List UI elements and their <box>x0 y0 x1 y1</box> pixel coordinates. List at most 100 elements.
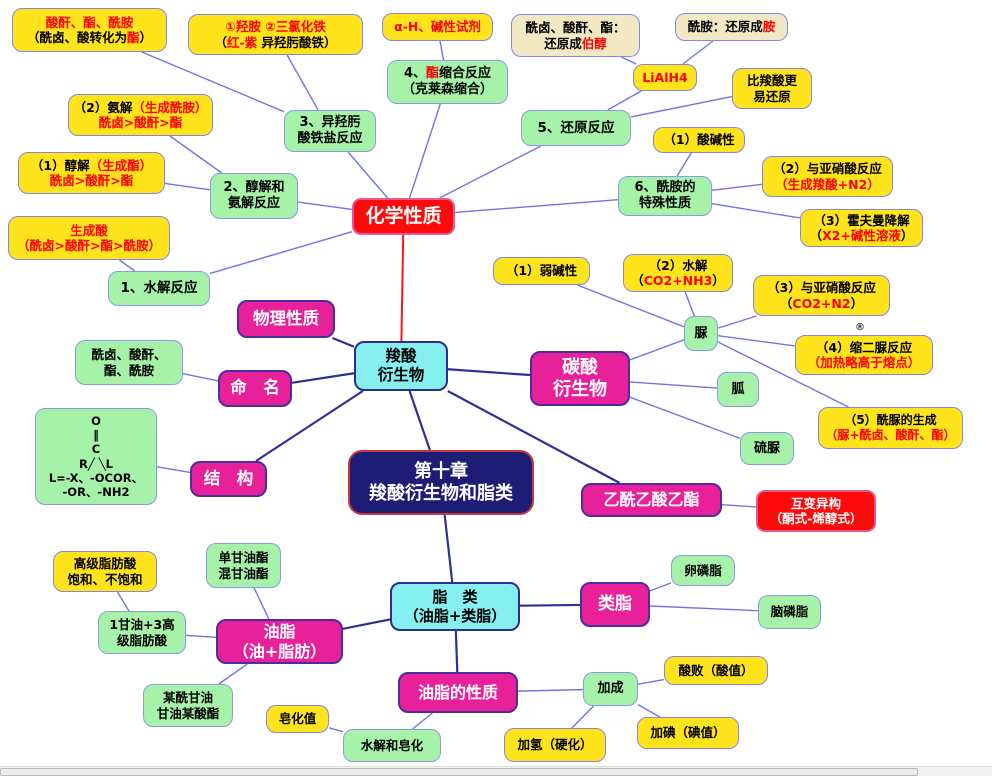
node-addition[interactable]: 加成 <box>583 672 638 706</box>
node-text-line: （4）缩二脲反应 <box>815 339 913 355</box>
node-ester-condensation[interactable]: 4、酯缩合反应（克莱森缩合） <box>387 60 508 104</box>
node-text-line: 还原成伯醇 <box>544 35 607 51</box>
node-text-line: 酸酐、酯、酰胺 <box>45 14 134 30</box>
node-reduce-to-primary-alcohol[interactable]: 酰卤、酸酐、酯：还原成伯醇 <box>511 14 640 57</box>
node-rancidity[interactable]: 酸败（酸值） <box>664 656 768 685</box>
node-cephalin[interactable]: 脑磷脂 <box>758 595 821 629</box>
node-alpha-h-basic-reagent[interactable]: α-H、碱性试剂 <box>382 13 493 41</box>
node-text-line: 互变异构 <box>790 495 841 511</box>
node-text-line: 加碘（碘值） <box>650 725 726 741</box>
node-lialh4[interactable]: LiAlH4 <box>633 64 697 91</box>
node-fat-properties[interactable]: 油脂的性质 <box>398 672 518 713</box>
node-text-line: 2、醇解和 <box>223 180 285 196</box>
node-text-line: 脲 <box>694 325 708 341</box>
node-anhydride-ester-amide-note[interactable]: 酸酐、酯、酰胺（酰卤、酸转化为酯） <box>12 8 167 52</box>
node-hydrolysis-saponification[interactable]: 水解和皂化 <box>343 729 441 762</box>
node-text-line: 酰卤>酸酐>酯 <box>98 115 183 130</box>
node-acid-base[interactable]: （1）酸碱性 <box>653 127 745 153</box>
node-text-line: 羧酸衍生物和脂类 <box>369 482 513 504</box>
node-acylurea-formation[interactable]: （5）酰脲的生成（脲+酰卤、酸酐、酯） <box>818 407 963 449</box>
node-text-line: 特殊性质 <box>638 196 691 211</box>
node-lipids[interactable]: 脂 类（油脂+类脂） <box>390 582 520 631</box>
node-text-line: O <box>91 414 101 429</box>
node-alcoholysis-aminolysis[interactable]: 2、醇解和氨解反应 <box>210 173 298 219</box>
node-text-line: （CO2+NH3） <box>631 273 725 288</box>
node-text-line: 酰胺：还原成胺 <box>687 19 776 35</box>
node-text-line: （3）霍夫曼降解 <box>813 212 910 228</box>
node-easier-to-reduce[interactable]: 比羧酸更易还原 <box>732 68 812 109</box>
node-chemical-properties[interactable]: 化学性质 <box>352 198 455 235</box>
node-text-line: 混甘油酯 <box>218 565 269 581</box>
node-text-line: LiAlH4 <box>642 69 688 85</box>
node-text-line: 水解和皂化 <box>360 737 424 753</box>
node-text-line: （3）与亚硝酸反应 <box>767 280 876 296</box>
node-urea[interactable]: 脲 <box>684 316 718 351</box>
node-structure[interactable]: 结 构 <box>190 461 267 497</box>
node-hydrolysis-reaction[interactable]: 1、水解反应 <box>108 271 210 306</box>
node-amide-special-properties[interactable]: 6、酰胺的特殊性质 <box>618 176 712 216</box>
node-text-line: （酮式-烯醇式） <box>769 511 863 526</box>
node-text-line: 酸败（酸值） <box>678 662 754 678</box>
node-text-line: 加成 <box>597 681 624 697</box>
node-lecithin[interactable]: 卵磷脂 <box>671 555 735 586</box>
node-mono-mixed-glyceride[interactable]: 单甘油酯混甘油酯 <box>206 543 281 588</box>
node-generate-acid[interactable]: 生成酸（酰卤>酸酐>酯>酰胺） <box>8 216 170 260</box>
node-carboxylic-acid-derivatives[interactable]: 羧酸衍生物 <box>354 341 448 391</box>
node-glyceride-naming[interactable]: 某酰甘油甘油某酸酯 <box>143 684 233 727</box>
node-weak-basicity[interactable]: （1）弱碱性 <box>493 257 590 285</box>
scrollbar-thumb[interactable] <box>0 768 918 776</box>
node-text-line: 衍生物 <box>377 366 425 384</box>
node-reduction-reaction[interactable]: 5、还原反应 <box>521 110 631 146</box>
node-nomenclature[interactable]: 命 名 <box>218 370 292 407</box>
node-iodination[interactable]: 加碘（碘值） <box>637 717 739 749</box>
node-text-line: 生成酸 <box>70 222 108 238</box>
node-text-line: 结 构 <box>203 468 254 488</box>
node-alcoholysis[interactable]: （1）醇解（生成酯）酰卤>酸酐>酯 <box>18 152 165 194</box>
node-ethyl-acetoacetate[interactable]: 乙酰乙酸乙酯 <box>581 483 722 517</box>
node-text-line: 酰卤、酸酐、酯： <box>525 20 626 36</box>
node-hofmann-degradation[interactable]: （3）霍夫曼降解（X2+碱性溶液） <box>800 209 923 247</box>
node-text-line: 甘油某酸酯 <box>156 705 220 721</box>
node-urea-nitrous-acid[interactable]: （3）与亚硝酸反应（CO2+N2） <box>753 275 890 316</box>
node-higher-fatty-acid[interactable]: 高级脂肪酸饱和、不饱和 <box>53 551 157 592</box>
node-text-line: 脑磷脂 <box>770 604 809 620</box>
node-text-line: 羧酸 <box>385 347 417 366</box>
node-carbonic-acid-derivatives[interactable]: 碳酸衍生物 <box>530 351 630 406</box>
node-amide-reduce-to-amine[interactable]: 酰胺：还原成胺 <box>675 13 788 41</box>
node-guanidine[interactable]: 胍 <box>717 372 759 407</box>
node-acyl-halide-list[interactable]: 酰卤、酸酐、酯、酰胺 <box>75 340 183 385</box>
node-tautomerism[interactable]: 互变异构（酮式-烯醇式） <box>756 490 876 532</box>
node-text-line: 3、异羟肟 <box>299 115 361 131</box>
horizontal-scrollbar[interactable] <box>0 766 992 776</box>
node-saponification-value[interactable]: 皂化值 <box>266 705 329 733</box>
node-text-line: 4、酯缩合反应 <box>403 66 492 82</box>
node-text-line: 硫脲 <box>753 440 780 456</box>
node-hydroxylamine-ferric-chloride[interactable]: ①羟胺 ②三氯化铁（红-紫 异羟肟酸铁） <box>188 14 363 55</box>
node-biuret-reaction[interactable]: （4）缩二脲反应（加热略高于熔点） <box>795 335 933 375</box>
node-thiourea[interactable]: 硫脲 <box>740 432 794 465</box>
node-fats-oils[interactable]: 油脂（油+脂肪） <box>216 619 343 664</box>
node-hydroxamic-iron-reaction[interactable]: 3、异羟肟酸铁盐反应 <box>284 110 376 152</box>
node-urea-hydrolysis[interactable]: （2）水解（CO2+NH3） <box>623 254 733 292</box>
node-hydrogenation[interactable]: 加氢（硬化） <box>504 728 606 762</box>
node-lipoids[interactable]: 类脂 <box>580 582 650 627</box>
node-nitrous-acid-reaction-amide[interactable]: （2）与亚硝酸反应（生成羧酸+N2） <box>762 156 893 197</box>
node-text-line: 第十章 <box>414 460 468 482</box>
node-text-line: （1）醇解（生成酯） <box>30 157 153 173</box>
node-text-line: 比羧酸更 <box>746 73 797 89</box>
node-text-line: 1、水解反应 <box>120 280 198 297</box>
node-chapter-title[interactable]: 第十章羧酸衍生物和脂类 <box>348 450 534 515</box>
node-text-line: 物理性质 <box>253 308 319 328</box>
node-aminolysis[interactable]: （2）氨解（生成酰胺）酰卤>酸酐>酯 <box>68 94 213 136</box>
node-glycerol-fatty-acids[interactable]: 1甘油+3高级脂肪酸 <box>98 611 186 654</box>
node-text-line: 碳酸 <box>562 356 598 378</box>
node-text-line: ①羟胺 ②三氯化铁 <box>225 19 326 35</box>
node-text-line: R╱ ╲L <box>78 456 114 471</box>
node-text-line: 胍 <box>731 381 745 397</box>
node-physical-properties[interactable]: 物理性质 <box>237 300 335 338</box>
node-text-line: （X2+碱性溶液） <box>809 228 914 243</box>
node-text-line: α-H、碱性试剂 <box>394 19 481 35</box>
node-text-line: （CO2+N2） <box>779 295 864 311</box>
